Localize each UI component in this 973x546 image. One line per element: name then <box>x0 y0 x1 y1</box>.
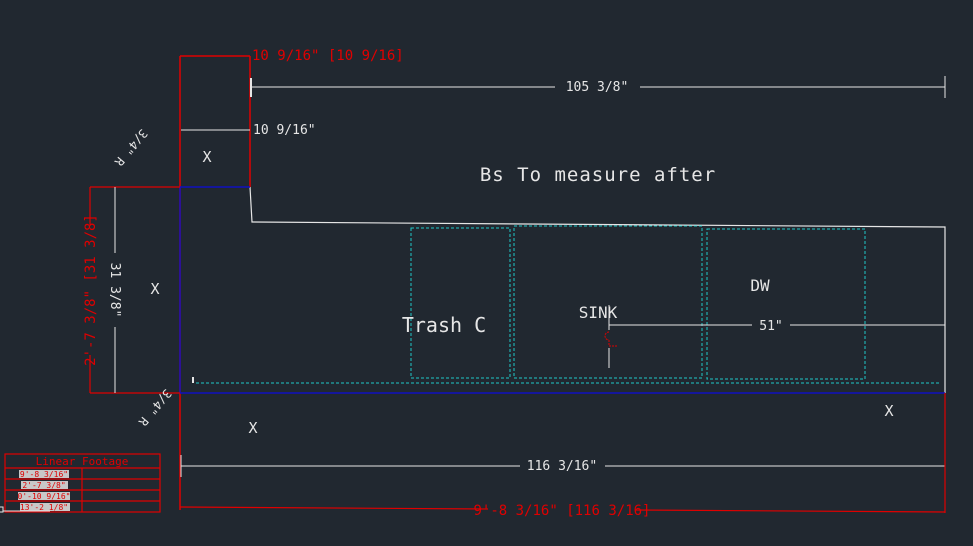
counter-outline <box>249 186 946 393</box>
dishwasher-label: DW <box>750 276 770 295</box>
trash-label: Trash C <box>402 313 486 337</box>
marker-x: X <box>884 402 893 420</box>
bottom-red-dimension-line <box>179 393 946 513</box>
sink-label: SINK <box>579 303 618 322</box>
wall-lines <box>179 186 945 394</box>
top-overall-dimension: 105 3/8" <box>566 80 629 95</box>
dishwasher-outline <box>706 228 866 380</box>
bottom-overall-dimension: 116 3/16" <box>527 459 597 474</box>
marker-x: X <box>150 280 159 298</box>
bottom-red-dimension: 9'-8 3/16" [116 3/16] <box>473 503 650 519</box>
appliance-outlines <box>196 225 940 384</box>
linear-footage-row: 9'-8 3/16" <box>20 470 68 479</box>
trash-outline <box>410 227 511 379</box>
left-white-dimension: 31 3/8" <box>107 263 122 318</box>
linear-footage-rows: 9'-8 3/16" 2'-7 3/8" 0'-10 9/16" 13'-2 1… <box>18 470 71 512</box>
marker-x: X <box>248 419 257 437</box>
cursor-crosshair <box>0 506 50 513</box>
marker-x: X <box>202 148 211 166</box>
top-return-dimension: 10 9/16" <box>253 123 316 138</box>
measure-note: Bs To measure after <box>480 164 716 186</box>
left-red-dimension: 2'-7 3/8" [31 3/8] <box>83 214 99 366</box>
linear-footage-row: 0'-10 9/16" <box>18 492 71 501</box>
sink-center-dimension: 51" <box>759 319 782 334</box>
linear-footage-row: 2'-7 3/8" <box>22 481 65 490</box>
sink-outline <box>513 225 703 379</box>
top-return-outline <box>179 55 251 510</box>
centerline-icon <box>604 331 617 347</box>
radius-label-top: 3/4" R <box>111 126 150 169</box>
top-red-dimension: 10 9/16" [10 9/16] <box>252 48 404 64</box>
linear-footage-row: 13'-2 1/8" <box>20 503 68 512</box>
linear-footage-title: Linear Footage <box>36 455 129 468</box>
linear-footage-table <box>4 453 161 513</box>
sink-center-dimension-line <box>608 305 946 368</box>
top-overall-dimension-line <box>250 76 946 98</box>
left-red-dimension-line <box>89 186 180 394</box>
